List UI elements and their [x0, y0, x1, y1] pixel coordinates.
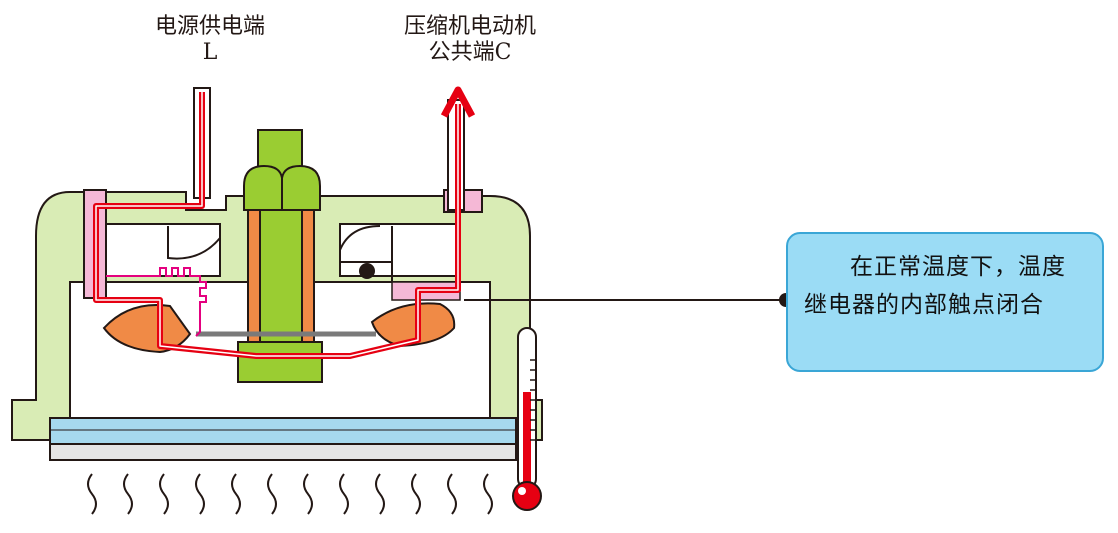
supply-terminal-label: 电源供电端 L: [120, 14, 300, 66]
bimetal-right: [370, 302, 456, 348]
thermometer-icon: [512, 327, 542, 511]
supply-terminal-title: 电源供电端: [154, 14, 265, 39]
bolt-sleeve-left: [247, 209, 261, 343]
right-chamber-curve: [339, 225, 381, 251]
bolt-nut: [237, 341, 323, 383]
compressor-terminal-label: 压缩机电动机 公共端C: [365, 14, 575, 66]
heat-wave-icon: [87, 473, 493, 515]
current-arrow: [440, 86, 476, 118]
left-spring-arc: [167, 226, 221, 260]
compressor-terminal-code: 公共端C: [428, 40, 512, 65]
contact-point: [359, 263, 375, 279]
callout-box: 在正常温度下，温度继电器的内部触点闭合: [786, 232, 1104, 372]
bolt-sleeve-right: [301, 209, 315, 343]
right-chamber: [339, 223, 461, 277]
heater-coil: [106, 267, 207, 337]
compressor-terminal-title: 压缩机电动机: [403, 14, 536, 39]
heater-glass: [49, 417, 517, 445]
heater-base: [49, 443, 517, 461]
supply-terminal-code: L: [202, 40, 218, 65]
current-path-highlight: [95, 92, 459, 357]
